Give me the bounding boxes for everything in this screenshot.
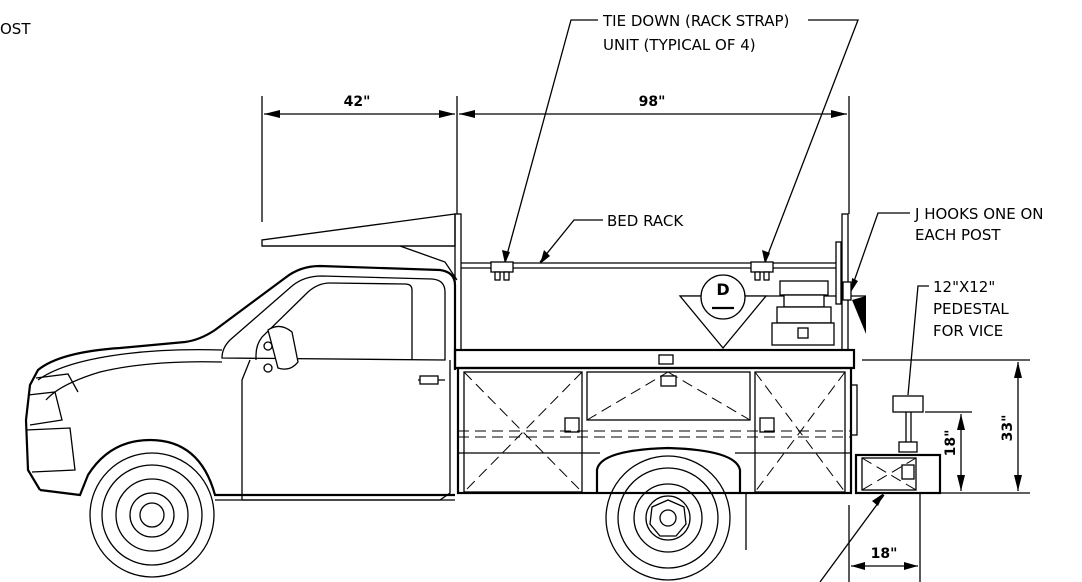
dimension-33-inch bbox=[862, 359, 1030, 494]
callout-pedestal-line2: PEDESTAL bbox=[933, 300, 1009, 318]
dimension-98-inch bbox=[459, 96, 850, 214]
vise-on-bed bbox=[771, 280, 835, 346]
dimension-label-33: 33" bbox=[1000, 415, 1016, 442]
tie-down-leaders bbox=[502, 19, 859, 264]
callout-tie-down-line2: UNIT (TYPICAL OF 4) bbox=[603, 36, 756, 54]
callout-tie-down-line1: TIE DOWN (RACK STRAP) bbox=[602, 12, 789, 30]
callout-pedestal-line1: 12"X12" bbox=[933, 278, 995, 296]
rear-wheel bbox=[605, 455, 731, 581]
dimension-label-98: 98" bbox=[639, 94, 666, 110]
section-symbol-letter: D bbox=[716, 280, 729, 299]
section-symbol bbox=[678, 274, 866, 350]
dimension-18-inch-horizontal bbox=[819, 493, 921, 582]
dimension-label-42: 42" bbox=[344, 94, 371, 110]
callout-bed-rack: BED RACK bbox=[607, 212, 684, 230]
callout-j-hooks-line2: EACH POST bbox=[915, 226, 1001, 244]
bed-rack-rail bbox=[461, 213, 852, 351]
callout-pedestal-line3: FOR VICE bbox=[933, 322, 1003, 340]
bed-rack-leader bbox=[539, 219, 603, 264]
front-wheel bbox=[89, 452, 215, 578]
ladder-rack-overhang bbox=[261, 213, 462, 351]
pedestal-leader bbox=[907, 285, 929, 396]
callout-j-hooks-line1: J HOOKS ONE ON bbox=[914, 205, 1044, 223]
dimension-42-inch bbox=[261, 96, 458, 222]
j-hooks-leader bbox=[850, 212, 910, 292]
dimension-label-18-horizontal: 18" bbox=[871, 546, 898, 562]
dimension-18-inch-vertical bbox=[925, 411, 972, 491]
truck-cab bbox=[24, 264, 457, 501]
label-fragment-ost: OST bbox=[0, 20, 31, 38]
vise-pedestal bbox=[854, 395, 942, 495]
dimension-label-18-vertical: 18" bbox=[943, 430, 959, 457]
utility-bed-body bbox=[453, 348, 858, 550]
